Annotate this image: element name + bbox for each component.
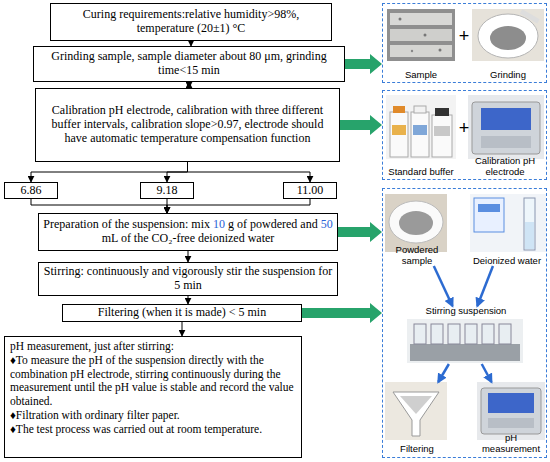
buffer-box: 11.00 [283, 182, 337, 199]
plus-sign: + [459, 119, 470, 137]
note-box: pH measurement, just after stirring:♦To … [4, 336, 302, 458]
flow-arrow [167, 199, 168, 213]
box-text: ♦To measure the pH of the suspension dir… [10, 354, 296, 409]
photo-caption: Powdered sample [385, 245, 449, 266]
green-arrow [340, 115, 382, 135]
green-arrow [338, 222, 382, 242]
box-text: 6.86 [9, 184, 53, 198]
photo-panel: Powdered sampleDeionized waterStirring s… [382, 188, 547, 458]
photo-caption: Stirring suspension [407, 306, 525, 316]
photo-item: Calibration pH electrode [465, 95, 545, 177]
photo-item: Sample [386, 8, 456, 80]
photo-item: Filtering [385, 382, 449, 454]
photo-caption: pH measurement [477, 433, 545, 454]
photo-caption: Standard buffer [385, 167, 457, 177]
buffer-box: 9.18 [140, 182, 194, 199]
process-box: Preparation of the suspension: mix 10 g … [38, 213, 338, 251]
blue-arrow [434, 266, 453, 306]
grinding-photo [472, 9, 544, 61]
box-text: ♦The test process was carried out at roo… [10, 423, 296, 437]
box-text: Grinding sample, sample diameter about 8… [38, 50, 340, 78]
photo-item: Stirring suspension [407, 306, 525, 364]
sample-photo [387, 9, 455, 61]
photo-caption: Filtering [385, 444, 449, 454]
flow-arrow [31, 199, 167, 213]
photo-caption: Sample [386, 70, 456, 80]
green-arrow [345, 54, 382, 74]
box-text: ♦Filtration with ordinary filter paper. [10, 409, 296, 423]
box-text: Filtering (when it is made) < 5 min [67, 306, 297, 320]
ph-measurement-photo [477, 382, 545, 440]
flow-arrow [167, 199, 310, 213]
photo-item: Deionized water [469, 194, 545, 266]
box-text: 11.00 [288, 184, 332, 198]
box-text: Curing requirements:relative humidity>98… [55, 8, 327, 36]
filtering-photo [385, 382, 447, 440]
buffer-bottles-photo [386, 95, 456, 159]
powdered-sample-photo [385, 194, 447, 252]
flow-arrow [188, 251, 189, 262]
photo-item: Powdered sample [385, 194, 449, 266]
box-text: Calibration pH electrode, calibration wi… [40, 104, 335, 145]
photo-item: Standard buffer [385, 95, 457, 177]
flow-arrow [182, 322, 183, 336]
blue-arrow [477, 266, 493, 306]
flow-arrow [188, 296, 189, 304]
process-box: Filtering (when it is made) < 5 min [62, 304, 302, 322]
photo-caption: Calibration pH electrode [465, 156, 545, 177]
flow-arrow [167, 162, 188, 182]
photo-caption: Deionized water [469, 256, 545, 266]
box-text: pH measurement, just after stirring: [10, 340, 296, 354]
flow-arrow [188, 162, 311, 182]
photo-item: Grinding [471, 8, 545, 80]
buffer-box: 6.86 [4, 182, 58, 199]
flow-arrow [31, 162, 188, 182]
green-arrow [302, 303, 382, 323]
process-box: Curing requirements:relative humidity>98… [50, 3, 332, 41]
ph-meter-photo [468, 95, 544, 159]
process-box: Stirring: continuously and vigorously st… [38, 262, 338, 296]
process-box: Calibration pH electrode, calibration wi… [35, 88, 340, 162]
photo-caption: Grinding [471, 70, 545, 80]
plus-sign: + [459, 27, 470, 45]
box-text: Preparation of the suspension: mix 10 g … [43, 218, 333, 246]
process-box: Grinding sample, sample diameter about 8… [33, 46, 345, 82]
blue-arrow [482, 364, 492, 382]
blue-arrow [438, 364, 449, 382]
box-text: Stirring: continuously and vigorously st… [43, 265, 333, 293]
box-text: 9.18 [145, 184, 189, 198]
photo-item: pH measurement [477, 382, 545, 454]
deionized-water-photo [470, 194, 546, 252]
stirring-suspension-photo [407, 319, 523, 363]
